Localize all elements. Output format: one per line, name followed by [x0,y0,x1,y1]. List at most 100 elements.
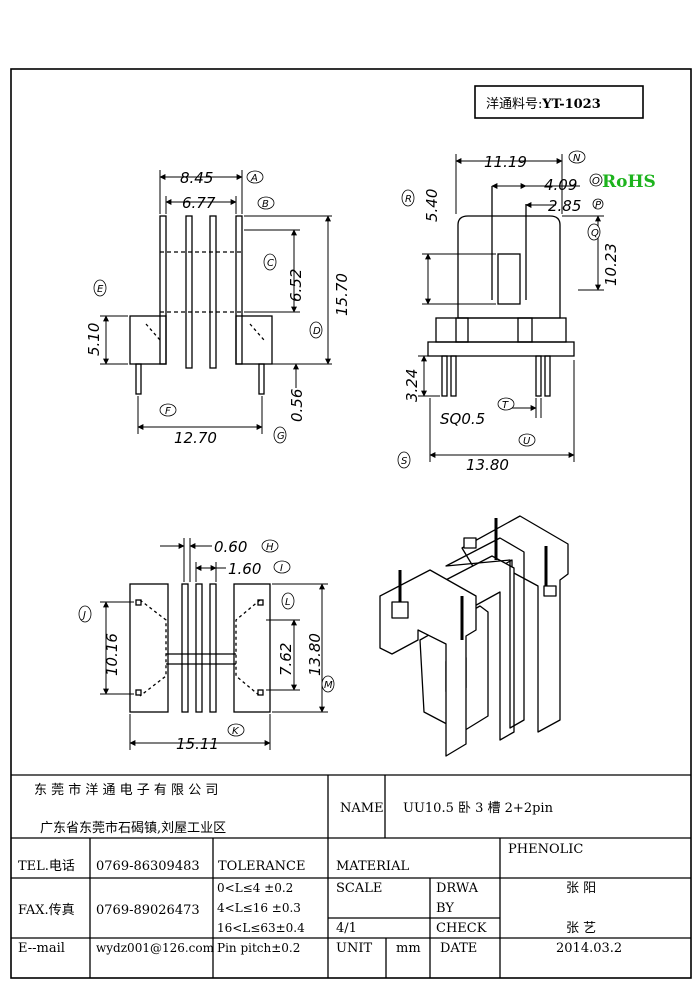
tolerance-label: TOLERANCE [218,859,305,874]
svg-text:N: N [573,153,581,164]
svg-text:K: K [232,726,240,737]
callout-O: O [589,173,603,187]
date-value: 2014.03.2 [556,941,622,956]
title-block [11,774,691,978]
svg-text:T: T [502,400,509,411]
isometric-view [379,515,569,757]
callout-N: N [568,150,586,164]
drawn-value: 张 阳 [566,881,596,896]
tel-value: 0769-86309483 [96,859,200,874]
svg-text:P: P [595,200,602,211]
callout-B: B [257,196,275,210]
rohs-mark: RoHS [602,172,656,192]
svg-text:R: R [405,194,412,205]
sheet-border [10,68,692,979]
dim-I: 1.60 [228,560,261,578]
svg-text:洋通料号:YT-1023: 洋通料号:YT-1023 [486,97,601,112]
callout-J: J [78,605,92,623]
email-label: E--mail [18,941,65,956]
dim-C: 6.52 [287,269,305,302]
callout-U: U [518,433,536,447]
dim-P: 2.85 [548,197,581,215]
callout-S: S [397,451,411,469]
dim-K: 15.11 [176,735,219,753]
svg-text:U: U [523,436,531,447]
part-number: YT-1023 [541,97,600,112]
fax-label: FAX.传真 [18,903,75,918]
callout-R: R [401,189,415,207]
svg-text:I: I [280,563,283,574]
scale-label: SCALE [336,881,382,896]
front-view-dimensions [100,170,332,434]
svg-text:A: A [250,173,258,184]
material-value: PHENOLIC [508,842,583,857]
svg-text:F: F [165,406,171,417]
callout-M: M [321,675,335,693]
tolerance-row-3: 16<L≤63±0.4 [217,921,305,935]
callout-K: K [227,723,245,737]
callout-H: H [261,539,279,553]
dim-B: 6.77 [182,194,216,212]
company-name: 东 莞 市 洋 通 电 子 有 限 公 司 [34,782,218,798]
dim-Q: 10.23 [602,243,620,286]
dim-E: 5.10 [85,323,103,356]
svg-text:H: H [266,542,274,553]
dim-D: 15.70 [333,273,351,316]
svg-text:B: B [262,199,269,210]
side-view-dimensions [418,154,604,462]
material-label: MATERIAL [336,859,409,874]
callout-T: T [497,397,515,411]
title-block-text: 东 莞 市 洋 通 电 子 有 限 公 司 广东省东莞市石碣镇,刘屋工业区 NA… [18,782,622,956]
tel-label: TEL.电话 [18,859,75,874]
callout-Q: Q [587,223,601,241]
front-view-labels: 8.45 6.77 6.52 15.70 5.10 12.70 0.56 [85,169,351,447]
svg-text:E: E [97,284,104,295]
side-view-labels: 11.19 4.09 2.85 10.23 5.40 3.24 SQ0.5 13… [403,153,620,474]
check-label: CHECK [436,921,487,936]
dim-O: 4.09 [544,176,577,194]
tolerance-row-4: Pin pitch±0.2 [217,941,300,955]
svg-text:M: M [324,680,333,691]
part-number-box: 洋通料号:YT-1023 [474,85,644,119]
svg-text:S: S [401,456,408,467]
svg-text:J: J [81,610,86,621]
unit-value: mm [396,941,421,956]
dim-S: 3.24 [403,369,421,402]
callout-G: G [273,426,287,444]
bottom-view-dimensions [100,538,328,750]
name-label: NAME [340,801,384,816]
side-view [427,186,575,397]
dim-T: SQ0.5 [440,410,485,428]
dim-F: 12.70 [174,429,217,447]
callout-I: I [273,560,291,574]
dim-J: 10.16 [103,633,121,676]
dim-M: 13.80 [306,633,324,676]
name-value: UU10.5 卧 3 槽 2+2pin [403,801,554,816]
callout-A: A [246,170,264,184]
callout-P: P [592,198,604,211]
dim-U: 13.80 [466,456,509,474]
tolerance-row-2: 4<L≤16 ±0.3 [217,901,301,915]
callout-C: C [263,253,277,271]
email-value: wydz001@126.com [96,941,215,955]
fax-value: 0769-89026473 [96,903,200,918]
drawn-label-1: DRWA [436,881,479,896]
callout-markers: A B C D E F G H I J K L M N O P Q R S T … [78,150,604,737]
callout-D: D [309,321,323,339]
svg-text:Q: Q [591,228,599,239]
part-number-label: 洋通料号: [486,97,542,112]
svg-text:G: G [277,431,285,442]
bottom-view-labels: 0.60 1.60 10.16 15.11 7.62 13.80 [103,538,324,753]
dim-A: 8.45 [180,169,213,187]
callout-L: L [281,592,295,610]
date-label: DATE [440,941,477,956]
callout-F: F [159,403,177,417]
svg-text:O: O [592,176,600,187]
dim-G: 0.56 [288,389,306,422]
unit-label: UNIT [336,941,372,956]
dim-N: 11.19 [484,153,527,171]
dim-H: 0.60 [214,538,247,556]
svg-text:D: D [313,326,321,337]
svg-text:C: C [267,258,274,269]
